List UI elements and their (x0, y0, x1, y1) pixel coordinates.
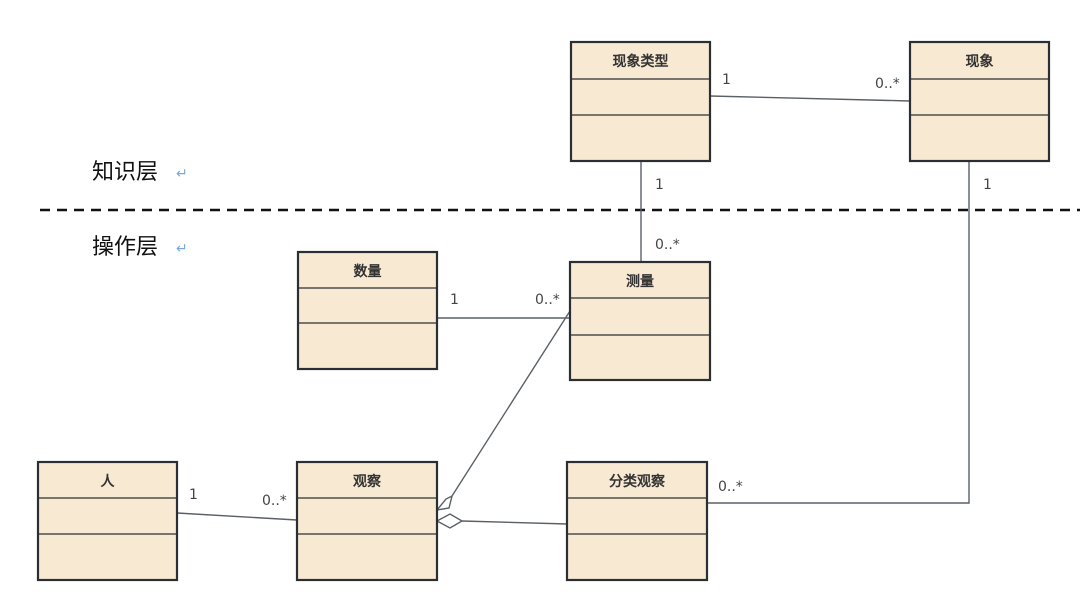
knowledge-layer-label: 知识层 (92, 160, 158, 185)
mult-phenomenon-type-to-measurement: 1 (655, 177, 664, 193)
class-category-observation[interactable]: 分类观察 (565, 460, 709, 582)
class-quantity[interactable]: 数量 (296, 250, 439, 371)
class-phenomenon-type[interactable]: 现象类型 (569, 40, 712, 163)
mult-category-observation-end: 0..* (718, 479, 743, 495)
class-phenomenon-name: 现象 (966, 53, 994, 70)
class-phenomenon-type-name: 现象类型 (613, 53, 669, 70)
mult-phenomenon-end: 0..* (875, 76, 900, 92)
class-phenomenon[interactable]: 现象 (908, 40, 1051, 163)
aggregation-measurement-observation (451, 310, 571, 497)
operation-layer-label: 操作层 (92, 235, 158, 260)
aggregation-diamond-measurement (435, 494, 454, 511)
mult-quantity-end: 1 (450, 292, 459, 308)
assoc-person-observation (176, 512, 298, 521)
class-observation-name: 观察 (353, 473, 382, 490)
operation-layer-return-mark: ↵ (176, 241, 188, 257)
class-observation[interactable]: 观察 (295, 460, 439, 582)
class-person[interactable]: 人 (36, 460, 179, 582)
mult-phenomenon-to-category-observation: 1 (983, 177, 992, 193)
class-measurement[interactable]: 测量 (568, 260, 712, 382)
class-category-observation-name: 分类观察 (609, 473, 666, 490)
knowledge-layer-return-mark: ↵ (176, 166, 188, 182)
mult-phenomenon-type-end: 1 (722, 72, 731, 88)
class-person-name: 人 (101, 473, 116, 490)
mult-observation-from-person: 0..* (262, 493, 287, 509)
class-measurement-name: 测量 (626, 273, 654, 290)
assoc-phenomenon-type-phenomenon (709, 95, 911, 102)
class-quantity-name: 数量 (354, 263, 382, 280)
aggregation-category-observation-observation (461, 520, 568, 525)
assoc-phenomenon-category-observation (707, 161, 970, 504)
mult-person-end: 1 (189, 487, 198, 503)
aggregation-diamond-category-observation (435, 513, 464, 529)
mult-measurement-from-quantity: 0..* (535, 292, 560, 308)
mult-measurement-from-phenomenon-type: 0..* (655, 237, 680, 253)
